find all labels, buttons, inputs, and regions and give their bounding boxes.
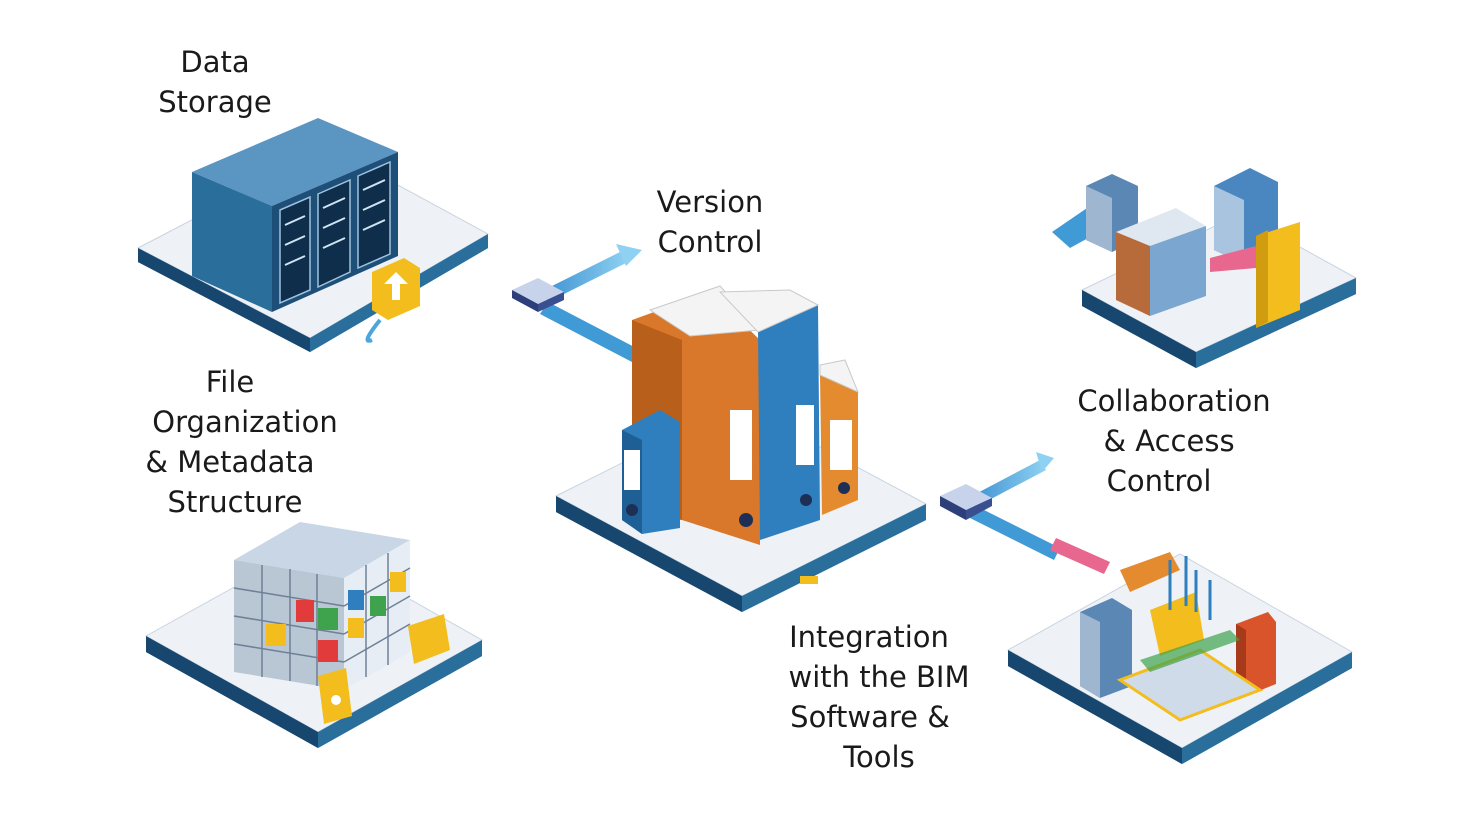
file-organization-label: File Organization & Metadata Structure bbox=[140, 362, 350, 522]
integration-label-line: Integration bbox=[789, 620, 949, 654]
integration-label-line: with the BIM bbox=[788, 660, 970, 694]
data-storage-label-line: Storage bbox=[158, 85, 272, 119]
collaboration-label-line: Collaboration bbox=[1077, 384, 1271, 418]
server-rack-icon bbox=[192, 118, 398, 312]
connector-node-icon bbox=[940, 484, 992, 520]
data-storage-label-line: Data bbox=[180, 45, 250, 79]
file-organization-label-line: Organization bbox=[152, 405, 338, 439]
integration-label: Integration with the BIM Software & Tool… bbox=[776, 617, 982, 777]
collaboration-label-line: & Access bbox=[1103, 424, 1235, 458]
file-organization-label-line: Structure bbox=[167, 485, 303, 519]
storage-link-icon bbox=[365, 318, 382, 343]
binder-stack-icon bbox=[622, 285, 859, 545]
connector-node-icon bbox=[512, 278, 564, 312]
integration-label-line: Software & bbox=[790, 700, 950, 734]
collaboration-label-line: Control bbox=[1106, 464, 1212, 498]
collaboration-label: Collaboration & Access Control bbox=[1066, 381, 1282, 501]
data-storage-label: Data Storage bbox=[150, 42, 280, 122]
integration-label-line: Tools bbox=[843, 740, 915, 774]
office-buildings-icon bbox=[1052, 168, 1300, 328]
upload-badge-icon bbox=[372, 258, 420, 320]
version-control-label: Version Control bbox=[640, 182, 780, 262]
version-control-label-line: Control bbox=[657, 225, 763, 259]
grid-cube-icon bbox=[233, 522, 411, 690]
file-organization-label-line: File bbox=[205, 365, 255, 399]
version-control-connector bbox=[540, 244, 642, 362]
number-badge-icon bbox=[318, 614, 450, 724]
bim-site-icon bbox=[1080, 552, 1276, 722]
file-organization-label-line: & Metadata bbox=[145, 445, 315, 479]
version-control-label-line: Version bbox=[656, 185, 764, 219]
